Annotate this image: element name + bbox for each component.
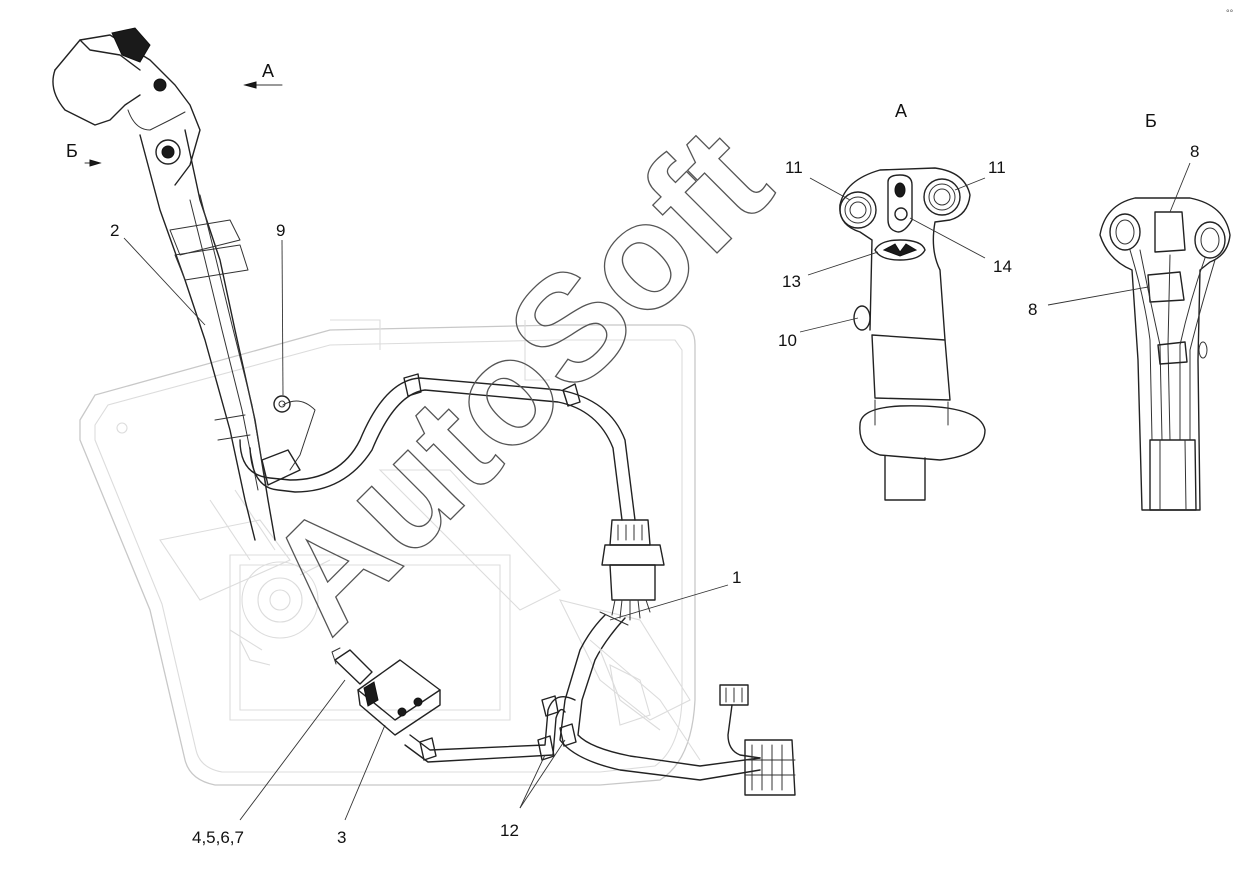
view-a-callout-10: 10 [778, 331, 797, 350]
view-a-callout-11-left: 11 [785, 158, 803, 177]
callout-1: 1 [732, 568, 741, 587]
console-frame [79, 319, 696, 786]
view-b-callout-8-left: 8 [1028, 300, 1037, 319]
view-a-illustration: А [839, 101, 986, 501]
view-a-callout-13: 13 [782, 272, 801, 291]
callout-3: 3 [337, 828, 346, 847]
leader-lines [123, 162, 1191, 821]
view-a-title: А [895, 101, 907, 121]
callout-labels: 1 2 3 4,5,6,7 9 12 11 11 13 14 10 8 8 [110, 142, 1199, 847]
watermark-text: AutoSoft [234, 96, 800, 662]
joystick-lever [52, 27, 276, 541]
section-arrow-a: А [243, 61, 283, 89]
wire-harness [239, 373, 796, 796]
section-arrow-a-label: А [262, 61, 274, 81]
view-b-illustration: Б [1099, 111, 1231, 511]
view-b-callout-8-top: 8 [1190, 142, 1199, 161]
callout-2: 2 [110, 221, 119, 240]
callout-4-5-6-7: 4,5,6,7 [192, 828, 244, 847]
callout-12: 12 [500, 821, 519, 840]
corner-mark: °° [1226, 8, 1234, 18]
callout-9: 9 [276, 221, 285, 240]
view-b-title: Б [1145, 111, 1157, 131]
view-a-callout-11-right: 11 [988, 158, 1006, 177]
view-a-callout-14: 14 [993, 257, 1012, 276]
section-arrow-b: Б [66, 141, 102, 167]
section-arrow-b-label: Б [66, 141, 78, 161]
